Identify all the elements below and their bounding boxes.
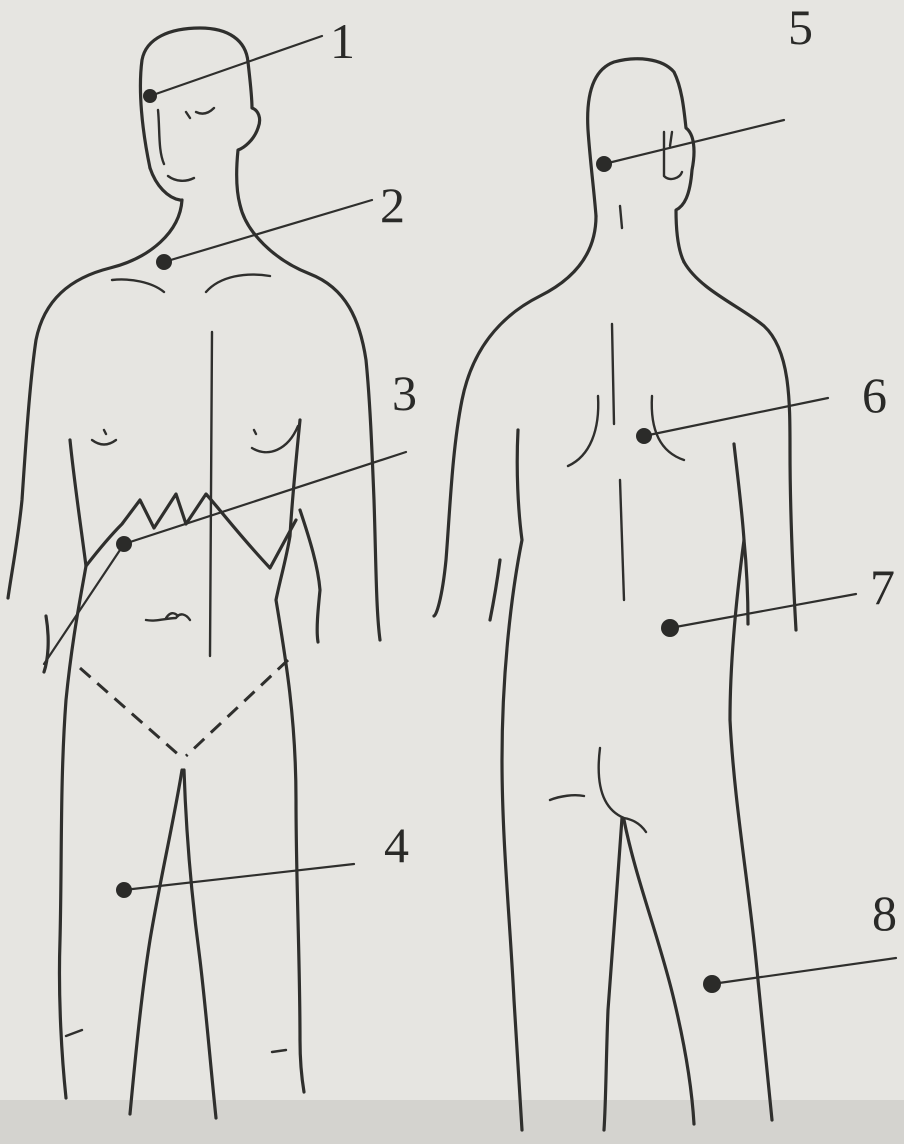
label-1: 1 <box>330 13 355 69</box>
paper-shadow <box>0 1100 904 1144</box>
label-3: 3 <box>392 365 417 421</box>
label-8: 8 <box>872 885 897 941</box>
marker-2 <box>156 254 172 270</box>
marker-4 <box>116 882 132 898</box>
marker-8 <box>703 975 721 993</box>
marker-7 <box>661 619 679 637</box>
marker-3 <box>116 536 132 552</box>
label-5: 5 <box>788 0 813 55</box>
marker-6 <box>636 428 652 444</box>
label-2: 2 <box>380 177 405 233</box>
marker-5 <box>596 156 612 172</box>
label-7: 7 <box>870 559 895 615</box>
label-4: 4 <box>384 817 409 873</box>
label-6: 6 <box>862 367 887 423</box>
marker-1 <box>143 89 157 103</box>
